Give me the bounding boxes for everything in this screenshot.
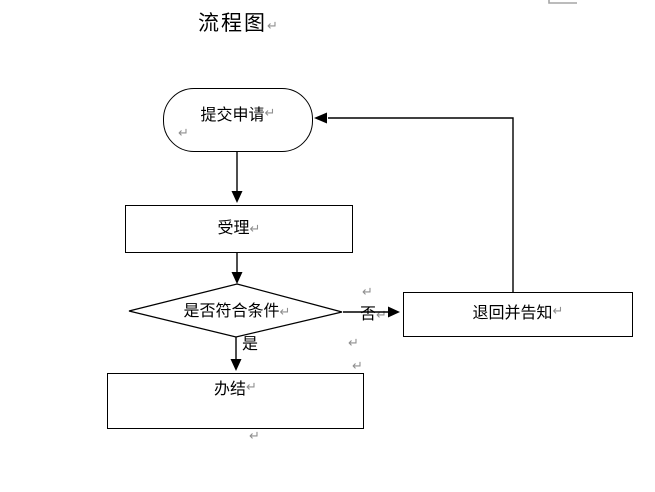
- branch-label-no-text: 否: [360, 306, 377, 323]
- branch-label-yes: 是: [242, 336, 259, 353]
- node-review-label: 受理: [217, 220, 250, 238]
- paragraph-mark: ↵: [178, 126, 189, 141]
- node-decision-label-text: 是否符合条件: [183, 303, 280, 320]
- paragraph-mark: ↵: [249, 429, 260, 444]
- node-reject[interactable]: 退回并告知↵: [403, 292, 633, 337]
- branch-label-no: 否↵: [360, 306, 387, 324]
- paragraph-mark: ↵: [264, 106, 276, 121]
- paragraph-mark: ↵: [376, 308, 387, 323]
- node-finish[interactable]: 办结↵: [107, 373, 364, 429]
- node-review[interactable]: 受理↵: [125, 205, 353, 253]
- paragraph-mark: ↵: [279, 305, 291, 320]
- node-decision-label: 是否符合条件↵: [130, 303, 344, 321]
- paragraph-mark: ↵: [249, 221, 261, 237]
- paragraph-mark: ↵: [552, 304, 564, 319]
- paragraph-mark: ↵: [348, 336, 359, 351]
- node-reject-label: 退回并告知: [472, 305, 553, 322]
- node-start[interactable]: 提交申请↵: [163, 88, 313, 152]
- node-finish-label: 办结: [214, 381, 247, 398]
- paragraph-mark: ↵: [362, 285, 373, 300]
- page-title: 流程图↵: [198, 12, 278, 36]
- paragraph-mark: ↵: [246, 380, 257, 395]
- node-start-label: 提交申请: [200, 107, 265, 124]
- paragraph-mark: ↵: [352, 359, 363, 374]
- page-title-text: 流程图: [198, 12, 267, 35]
- paragraph-mark: ↵: [267, 19, 278, 34]
